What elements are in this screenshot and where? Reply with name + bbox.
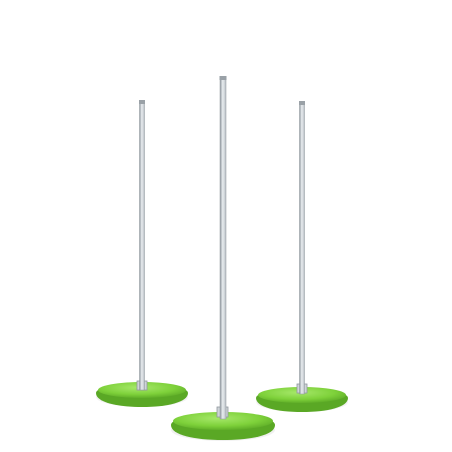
right-pole-stand (256, 101, 348, 412)
left-pole-cap (139, 100, 145, 104)
center-pole-stand (171, 76, 275, 441)
center-pole (219, 76, 227, 420)
center-base-top (173, 412, 273, 430)
left-pole-stand (96, 100, 188, 407)
right-pole (299, 101, 305, 395)
right-pole-cap (299, 101, 305, 105)
left-pole (139, 100, 145, 391)
center-pole-cap (219, 76, 227, 80)
right-base-top (258, 387, 346, 403)
